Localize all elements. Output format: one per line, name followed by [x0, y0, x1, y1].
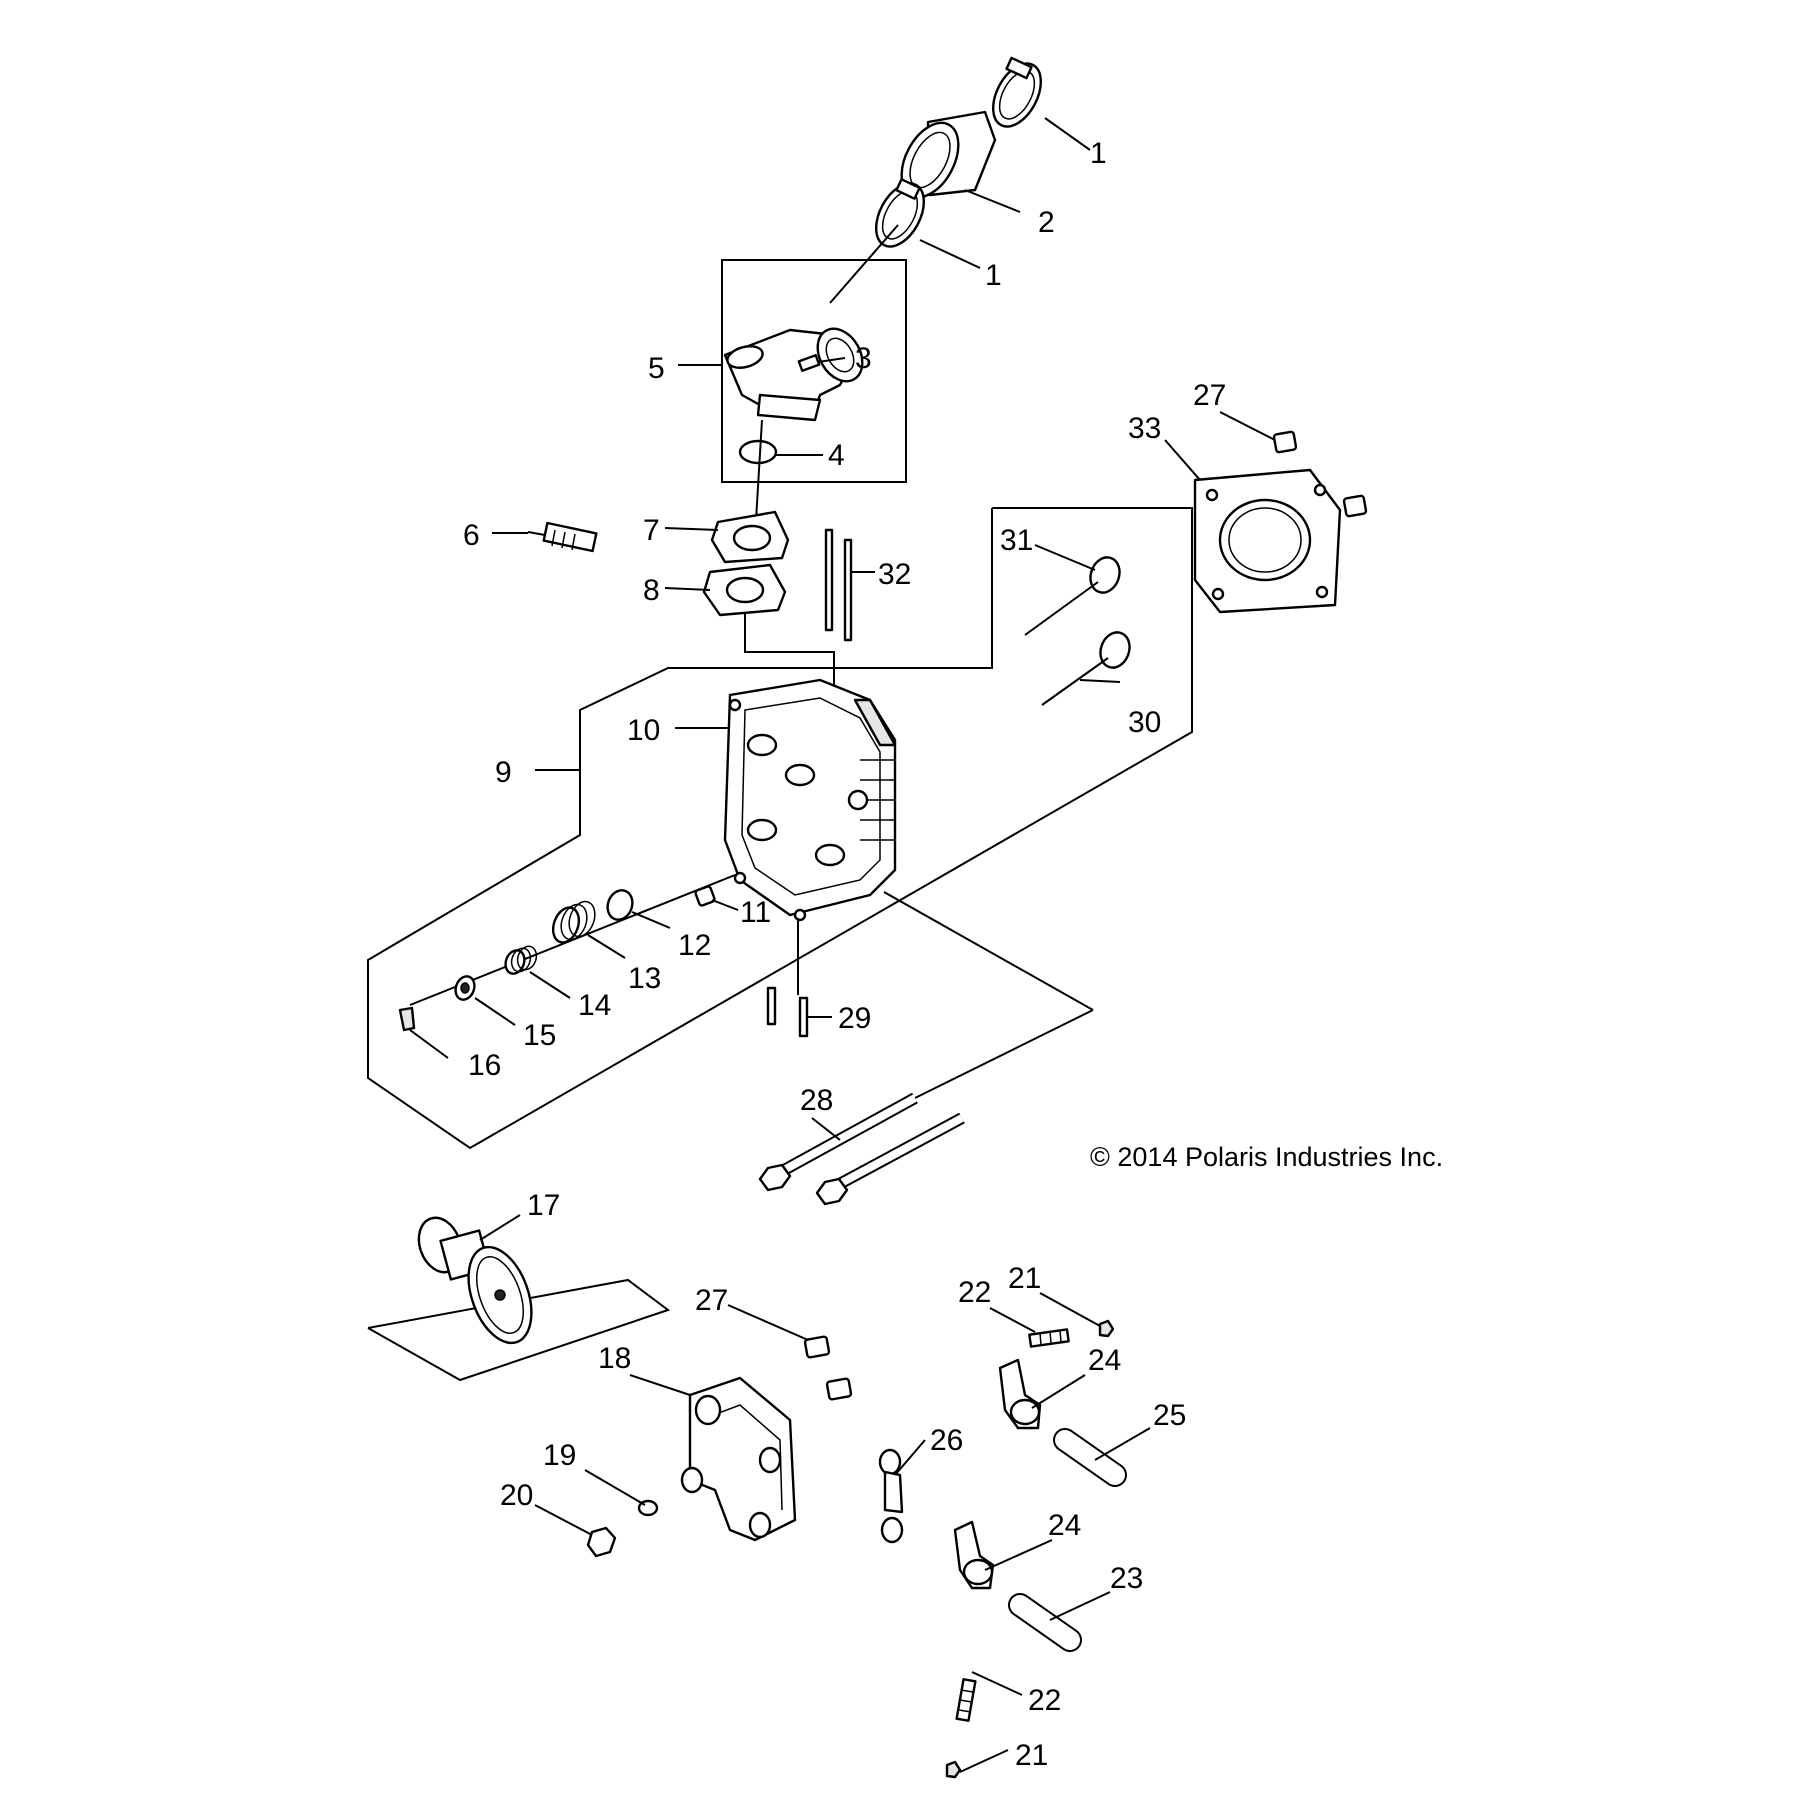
valve-spring-inner: [504, 945, 538, 975]
callout-7: 7: [643, 514, 660, 547]
dowel-sleeve-lower: [803, 1335, 853, 1401]
valve-stem-seal: [694, 885, 716, 907]
intake-assembly-box: [721, 259, 907, 483]
callout-18: 18: [598, 1342, 631, 1375]
rocker-arm-holder: [680, 1376, 797, 1542]
hose-clamp-upper: [991, 56, 1043, 128]
callout-5: 5: [648, 352, 665, 385]
callout-21b: 21: [1015, 1739, 1048, 1772]
callout-28: 28: [800, 1084, 833, 1117]
intake-valve: [1024, 556, 1121, 636]
callout-25: 25: [1153, 1399, 1186, 1432]
callout-12: 12: [678, 929, 711, 962]
adjuster-screw-upper: [1028, 1328, 1070, 1348]
callout-4: 4: [828, 439, 845, 472]
copyright-notice: © 2014 Polaris Industries Inc.: [1090, 1142, 1443, 1172]
callout-24b: 24: [1048, 1509, 1081, 1542]
adjuster-screw-lower: [955, 1678, 977, 1722]
cylinder-head-group-outline: [367, 507, 1193, 1150]
rocker-shaft-upper: [1053, 1428, 1127, 1487]
dowel-pins-long: [824, 528, 853, 642]
camshaft: [417, 1216, 533, 1345]
callout-15: 15: [523, 1019, 556, 1052]
callout-1a: 1: [1090, 137, 1107, 170]
callout-27a: 27: [1193, 379, 1226, 412]
callout-29: 29: [838, 1002, 871, 1035]
rocker-arm-upper: [998, 1358, 1042, 1430]
callout-24a: 24: [1088, 1344, 1121, 1377]
callout-11: 11: [740, 896, 771, 929]
callout-16: 16: [468, 1049, 501, 1082]
callout-20: 20: [500, 1479, 533, 1512]
callout-22a: 22: [958, 1276, 991, 1309]
callout-23: 23: [1110, 1562, 1143, 1595]
callout-3: 3: [855, 342, 872, 375]
callout-27b: 27: [695, 1284, 728, 1317]
valve-cotter: [398, 1006, 416, 1032]
lock-nut-lower: [945, 1760, 962, 1779]
intake-boot: [900, 110, 997, 199]
camshaft-group-outline: [367, 1278, 671, 1382]
callout-8: 8: [643, 574, 660, 607]
callout-13: 13: [628, 962, 661, 995]
dowel-sleeve-upper: [1272, 430, 1368, 518]
spark-plug: [527, 521, 598, 553]
head-bolts: [758, 1092, 965, 1206]
spring-seat-washer: [606, 889, 634, 921]
dowel-pins-short: [766, 986, 809, 1038]
valve-spring-retainer: [454, 975, 476, 1001]
callout-19: 19: [543, 1439, 576, 1472]
callout-17: 17: [527, 1189, 560, 1222]
callout-33: 33: [1128, 412, 1161, 445]
callout-21a: 21: [1008, 1262, 1041, 1295]
exhaust-valve: [1041, 631, 1131, 706]
callout-1b: 1: [985, 259, 1002, 292]
rocker-arm-lower: [953, 1520, 995, 1590]
intake-gasket: [710, 510, 790, 564]
lock-nut-upper: [1098, 1319, 1115, 1338]
callout-22b: 22: [1028, 1684, 1061, 1717]
decompressor: [878, 1448, 904, 1544]
callout-31: 31: [1000, 524, 1033, 557]
valve-spring-outer: [551, 900, 596, 944]
intake-insulator: [702, 563, 787, 617]
callout-14: 14: [578, 989, 611, 1022]
callout-2: 2: [1038, 206, 1055, 239]
manifold-screw: [797, 354, 821, 372]
o-ring: [738, 439, 778, 465]
cylinder-head-gasket: [1193, 468, 1342, 614]
callout-6: 6: [463, 519, 480, 552]
intake-manifold: [723, 327, 864, 422]
callout-32: 32: [878, 558, 911, 591]
callout-30: 30: [1128, 706, 1161, 739]
callout-26: 26: [930, 1424, 963, 1457]
cylinder-head: [723, 678, 897, 922]
flange-nut: [586, 1526, 617, 1558]
callout-10: 10: [627, 714, 660, 747]
rocker-shaft-lower: [1008, 1593, 1082, 1652]
callout-9: 9: [495, 756, 512, 789]
